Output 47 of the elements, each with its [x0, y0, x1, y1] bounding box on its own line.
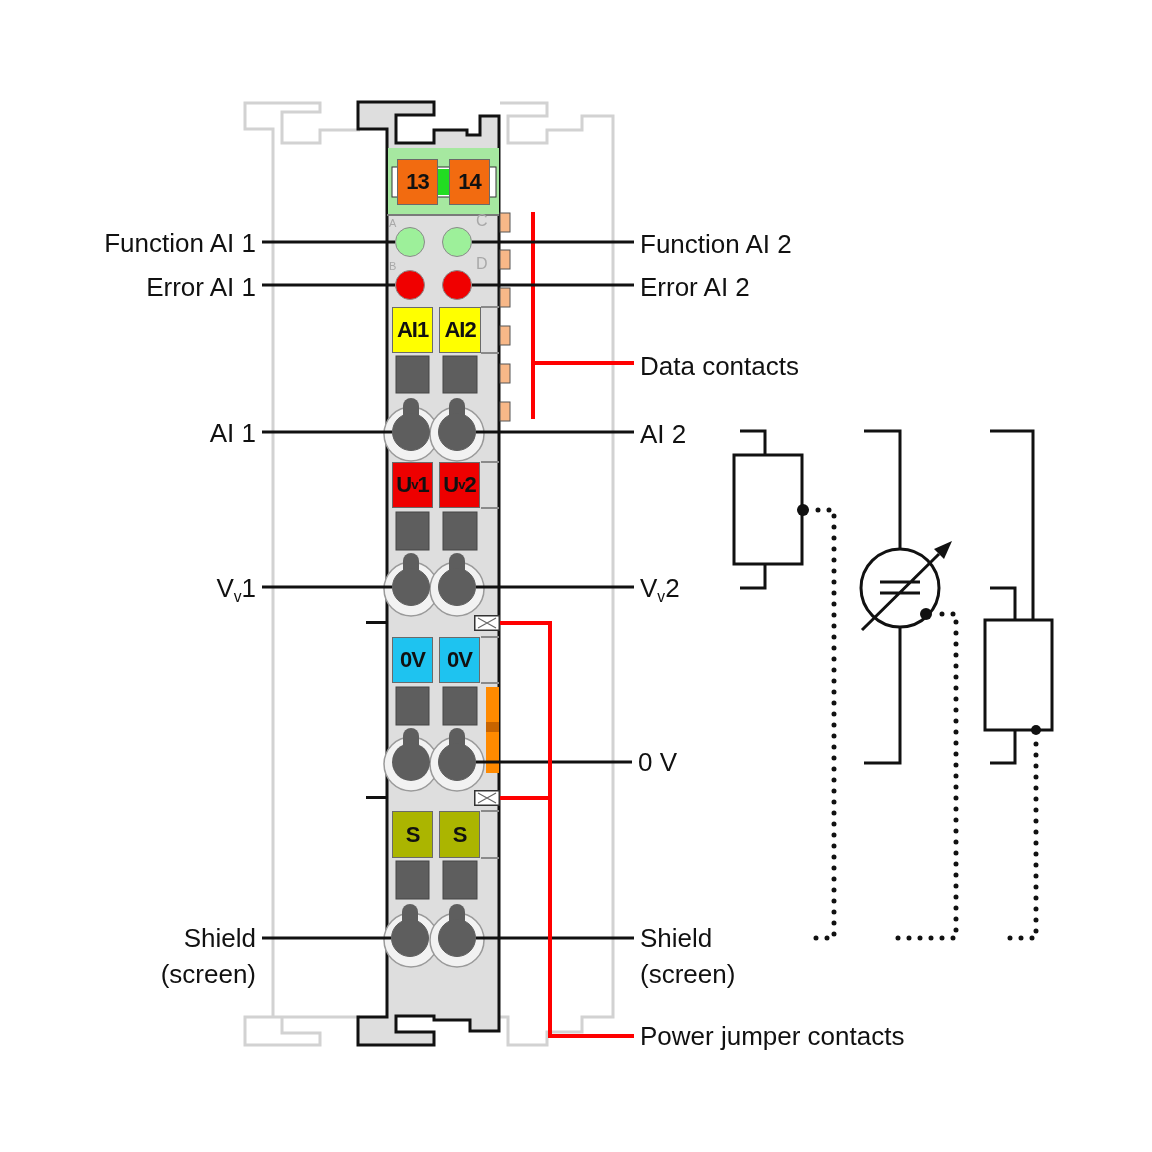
led-icon — [442, 227, 472, 257]
callout-label: Function AI 1 — [104, 225, 262, 261]
terminal-marker: S — [439, 811, 480, 858]
callout-label: Power jumper contacts — [634, 1018, 905, 1054]
callout-label: Function AI 2 — [634, 226, 792, 262]
leader-line — [262, 585, 392, 589]
leader-line — [262, 240, 395, 244]
wire-clamp-icon — [438, 398, 476, 451]
wire-clamp-icon — [392, 553, 430, 606]
callout-label: 0 V — [632, 744, 678, 780]
leader-line — [476, 430, 634, 434]
terminal-marker: AI2 — [439, 307, 481, 353]
callout-label: V$_{v}$2 — [634, 570, 680, 606]
callout-label: V$_{v}$1 — [216, 570, 262, 606]
callout-label: Shield (screen) — [634, 920, 736, 992]
wire-clamp-icon — [392, 398, 430, 451]
leader-line — [476, 760, 632, 764]
callout-label: AI 2 — [634, 416, 687, 452]
terminal-marker: 0V — [439, 637, 480, 683]
callout-label: Shield (screen) — [160, 920, 262, 992]
led-icon — [442, 270, 472, 300]
wire-clamp-icon — [391, 904, 429, 957]
leader-line — [472, 283, 634, 287]
leader-line — [476, 585, 634, 589]
leader-line — [533, 361, 634, 365]
terminal-marker: AI1 — [392, 307, 433, 353]
callout-label: Error AI 2 — [634, 269, 750, 305]
leader-line — [500, 796, 634, 1038]
power-jumper-icon — [474, 615, 500, 631]
wire-clamp-icon — [438, 904, 476, 957]
callout-label: Error AI 1 — [146, 269, 262, 305]
callout-label: Data contacts — [634, 348, 799, 384]
leader-line — [262, 430, 392, 434]
leader-line — [262, 936, 391, 940]
terminal-marker: S — [392, 811, 433, 858]
led-icon — [395, 270, 425, 300]
wire-clamp-icon — [438, 553, 476, 606]
power-jumper-icon — [474, 790, 500, 806]
leader-line — [472, 240, 634, 244]
terminal-marker: 13 — [397, 159, 438, 205]
terminal-marker: 14 — [449, 159, 490, 205]
led-icon — [395, 227, 425, 257]
terminal-marker: 0V — [392, 637, 433, 683]
leader-line — [476, 936, 634, 940]
leader-line — [262, 283, 395, 287]
wire-clamp-icon — [438, 728, 476, 781]
callout-label: AI 1 — [209, 415, 262, 451]
